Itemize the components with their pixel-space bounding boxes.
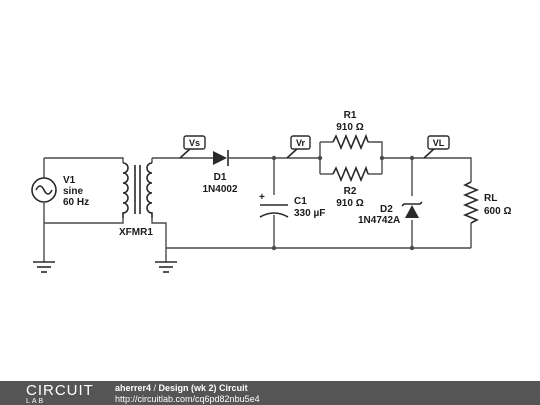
circuit-url[interactable]: http://circuitlab.com/cq6pd82nbu5e4 bbox=[115, 394, 260, 404]
transformer-name: XFMR1 bbox=[119, 227, 153, 238]
rl-name: RL bbox=[484, 193, 497, 204]
probe-vr-label: Vr bbox=[296, 138, 306, 148]
v1-name: V1 bbox=[63, 175, 76, 186]
probe-vl[interactable]: VL bbox=[423, 135, 450, 159]
probe-vl-label: VL bbox=[433, 138, 445, 148]
resistor-icon bbox=[462, 181, 480, 224]
d1-name: D1 bbox=[214, 172, 227, 183]
resistor-icon bbox=[332, 133, 369, 151]
v1-frequency: 60 Hz bbox=[63, 197, 89, 208]
capacitor-icon bbox=[259, 204, 289, 218]
probe-vs[interactable]: Vs bbox=[179, 135, 206, 159]
c1-value: 330 µF bbox=[294, 208, 325, 219]
d1-part: 1N4002 bbox=[202, 184, 237, 195]
junction-dots bbox=[271, 155, 415, 251]
rl-value: 600 Ω bbox=[484, 206, 511, 217]
circuit-schematic: V1 sine 60 Hz XFMR1 D1 1N4002 + C1 330 µ… bbox=[31, 110, 511, 273]
r2-value: 910 Ω bbox=[336, 198, 363, 209]
transformer-icon bbox=[122, 162, 153, 218]
wires bbox=[43, 141, 472, 262]
resistor-icon bbox=[332, 165, 369, 183]
ground-icon bbox=[155, 261, 177, 273]
zener-diode-icon bbox=[401, 201, 423, 218]
logo-bottom-text: LAB bbox=[26, 398, 46, 405]
r2-name: R2 bbox=[344, 186, 357, 197]
footer-title-line: aherrer4 / Design (wk 2) Circuit bbox=[115, 383, 260, 394]
sine-source-icon bbox=[31, 177, 57, 203]
d2-part: 1N4742A bbox=[358, 215, 400, 226]
r1-name: R1 bbox=[344, 110, 357, 121]
probe-vs-label: Vs bbox=[189, 138, 200, 148]
author-name[interactable]: aherrer4 bbox=[115, 383, 152, 393]
diode-icon bbox=[213, 150, 229, 166]
v1-type: sine bbox=[63, 186, 83, 197]
c1-polarity: + bbox=[259, 192, 265, 203]
title-separator: / bbox=[151, 383, 159, 393]
footer-bar: CIRCUIT LAB aherrer4 / Design (wk 2) Cir… bbox=[0, 381, 540, 405]
circuit-title[interactable]: Design (wk 2) Circuit bbox=[158, 383, 248, 393]
c1-name: C1 bbox=[294, 196, 307, 207]
circuitlab-logo: CIRCUIT LAB bbox=[26, 383, 94, 405]
ground-icon bbox=[33, 261, 55, 273]
logo-top-text: CIRCUIT bbox=[26, 382, 94, 399]
r1-value: 910 Ω bbox=[336, 122, 363, 133]
footer-meta: aherrer4 / Design (wk 2) Circuit http://… bbox=[115, 383, 260, 405]
d2-name: D2 bbox=[380, 204, 393, 215]
probe-vr[interactable]: Vr bbox=[286, 135, 311, 159]
